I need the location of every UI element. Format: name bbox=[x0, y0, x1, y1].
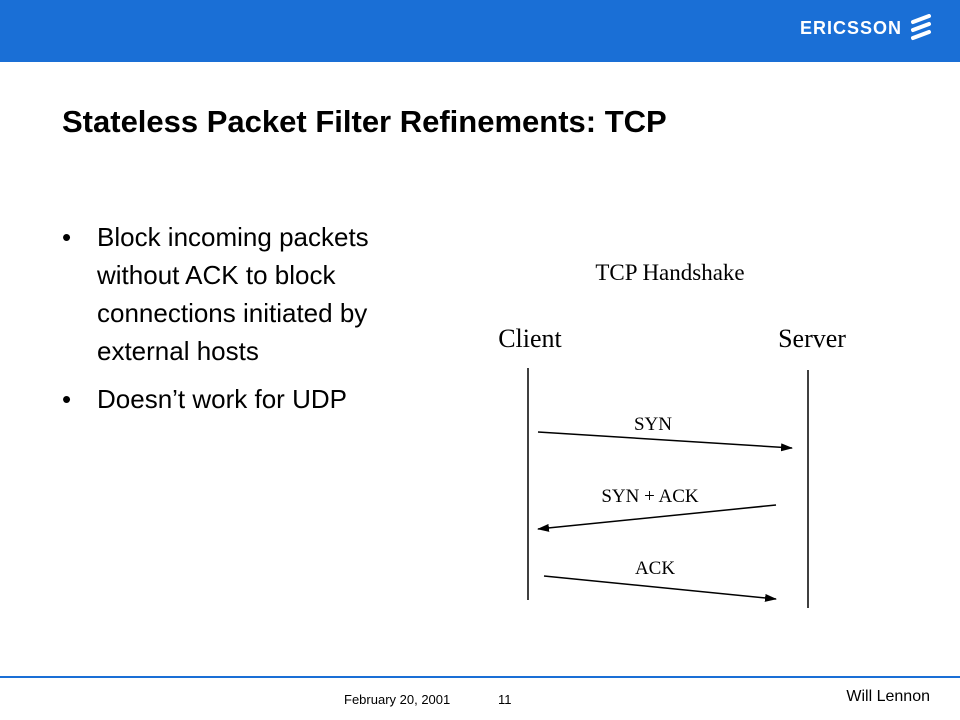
bullet-list: • Block incoming packets without ACK to … bbox=[62, 218, 447, 428]
ericsson-mark-icon bbox=[911, 14, 931, 40]
bullet-dot-icon: • bbox=[62, 384, 72, 414]
bullet-dot-icon: • bbox=[62, 222, 72, 252]
server-label: Server bbox=[778, 324, 846, 353]
diagram-title: TCP Handshake bbox=[595, 260, 744, 285]
syn-label: SYN bbox=[634, 414, 672, 435]
bullet-item: • Doesn’t work for UDP bbox=[62, 380, 447, 418]
ack-label: ACK bbox=[635, 558, 675, 579]
slide-title: Stateless Packet Filter Refinements: TCP bbox=[62, 104, 667, 139]
ericsson-logo: ERICSSON bbox=[800, 14, 932, 42]
header-bar: ERICSSON bbox=[0, 0, 960, 62]
bullet-text: Block incoming packets without ACK to bl… bbox=[97, 222, 369, 366]
footer-divider bbox=[0, 676, 960, 678]
bullet-item: • Block incoming packets without ACK to … bbox=[62, 218, 447, 370]
syn-arrow bbox=[537, 431, 793, 452]
footer-author: Will Lennon bbox=[846, 688, 930, 705]
syn-ack-label: SYN + ACK bbox=[601, 486, 699, 507]
footer-date: February 20, 2001 bbox=[344, 692, 451, 707]
syn-ack-arrow bbox=[537, 504, 777, 532]
brand-name: ERICSSON bbox=[799, 17, 902, 38]
tcp-handshake-diagram: TCP Handshake Client Server SYN SYN + AC… bbox=[498, 260, 846, 608]
page-number: 11 bbox=[498, 692, 512, 707]
bullet-text: Doesn’t work for UDP bbox=[97, 384, 347, 414]
ack-arrow bbox=[543, 575, 777, 602]
client-label: Client bbox=[498, 324, 562, 353]
